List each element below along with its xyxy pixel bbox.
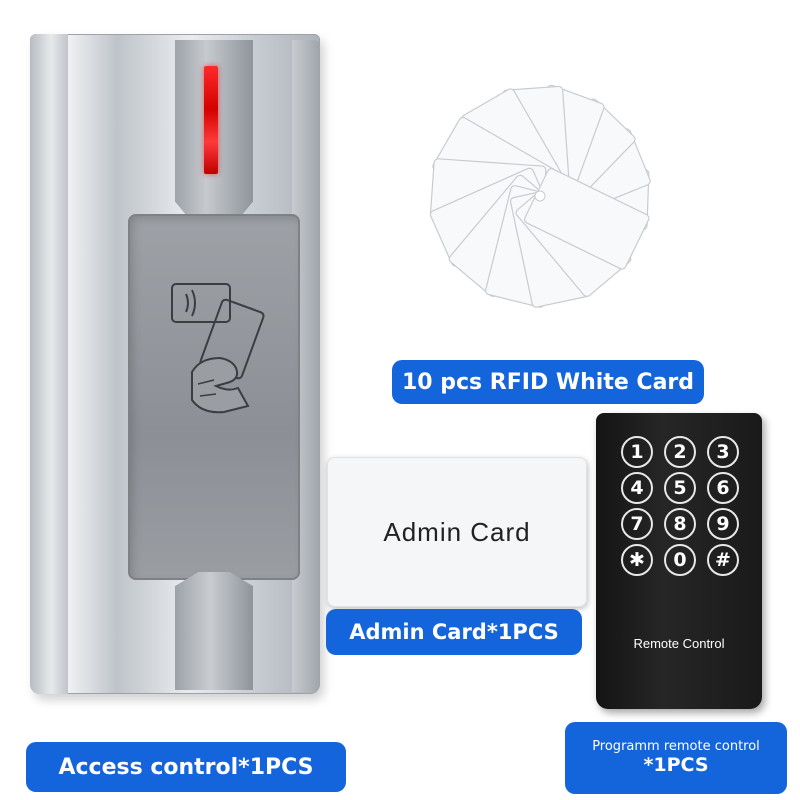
remote-key-1: 1	[621, 436, 653, 468]
reader-card-panel	[128, 214, 300, 580]
remote-key-7: 7	[621, 508, 653, 540]
rfid-card-label: 10 pcs RFID White Card	[392, 360, 704, 404]
remote-key-4: 4	[621, 472, 653, 504]
rfid-tap-icon	[171, 283, 265, 414]
remote-key-0: 0	[664, 544, 696, 576]
admin-card: Admin Card	[327, 457, 587, 607]
remote-key-star: ✱	[621, 544, 653, 576]
hand-holding-card-icon	[191, 298, 265, 414]
access-control-label: Access control*1PCS	[26, 742, 346, 792]
remote-control-label: Programm remote control *1PCS	[565, 722, 787, 794]
remote-key-3: 3	[707, 436, 739, 468]
reader-bottom-slot	[175, 572, 253, 690]
remote-keypad: 1 2 3 4 5 6 7 8 9 ✱ 0 #	[621, 436, 739, 576]
remote-label-line1: Programm remote control	[592, 738, 760, 754]
admin-card-text: Admin Card	[383, 516, 531, 547]
reader-led-indicator	[204, 66, 218, 174]
remote-key-6: 6	[707, 472, 739, 504]
remote-key-8: 8	[664, 508, 696, 540]
rfid-card-fan	[390, 70, 690, 350]
reader-left-edge	[30, 34, 68, 694]
remote-key-9: 9	[707, 508, 739, 540]
remote-key-5: 5	[664, 472, 696, 504]
remote-key-2: 2	[664, 436, 696, 468]
remote-control-text: Remote Control	[633, 636, 725, 651]
remote-key-hash: #	[707, 544, 739, 576]
admin-card-label: Admin Card*1PCS	[326, 609, 582, 655]
remote-label-line2: *1PCS	[643, 754, 709, 777]
